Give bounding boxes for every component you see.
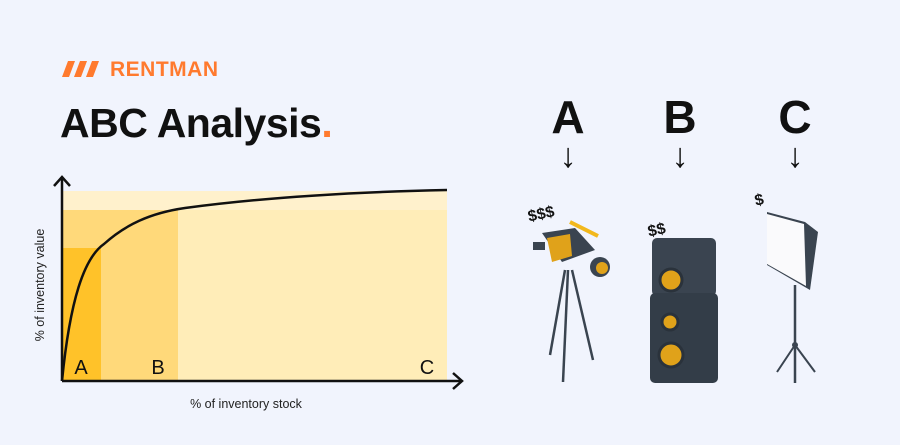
price-b: $$ [646, 220, 668, 241]
arrow-down-icon: ↓ [671, 137, 689, 175]
title-dot: . [321, 100, 333, 146]
page-title: ABC Analysis. [60, 100, 333, 147]
category-b-letter: B [663, 91, 697, 143]
category-a-letter: A [551, 91, 585, 143]
logo-stripes-icon [62, 61, 99, 77]
speaker-illustration [650, 238, 718, 383]
arrow-down-icon: ↓ [559, 137, 577, 175]
band-label-c: C [420, 357, 434, 379]
band-label-b: B [151, 357, 164, 379]
video-camera-illustration [533, 220, 610, 383]
softbox-light-illustration [767, 212, 818, 383]
category-c-letter: C [778, 91, 812, 143]
brand-name: RENTMAN [110, 58, 219, 81]
x-axis-arrow [452, 372, 464, 390]
arrow-down-icon: ↓ [786, 137, 804, 175]
y-axis-arrow [53, 175, 71, 187]
y-axis-label: % of inventory value [33, 229, 47, 342]
brand-logo: RENTMAN [62, 58, 219, 82]
band-label-a: A [74, 357, 88, 379]
title-text: ABC Analysis [60, 100, 322, 146]
band-a [62, 248, 101, 381]
x-axis-label: % of inventory stock [190, 397, 303, 411]
cumulative-curve [60, 188, 448, 382]
